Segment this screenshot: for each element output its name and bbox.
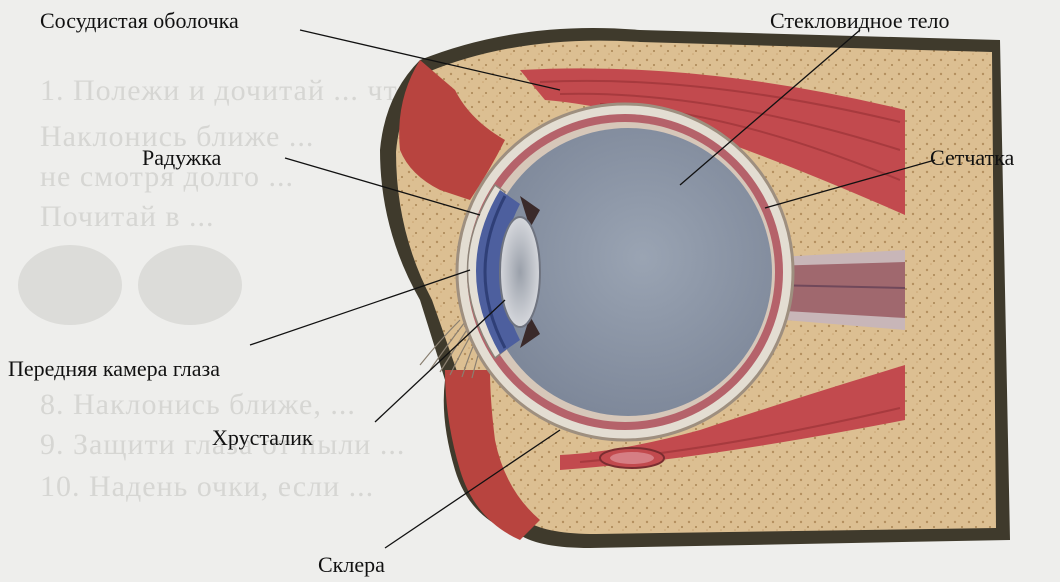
label-choroid: Сосудистая оболочка xyxy=(40,8,239,34)
label-iris: Радужка xyxy=(142,145,221,171)
label-vitreous-body: Стекловидное тело xyxy=(770,8,949,34)
label-anterior-chamber: Передняя камера глаза xyxy=(8,356,220,382)
faded-background-shape xyxy=(138,245,242,325)
label-retina: Сетчатка xyxy=(930,145,1014,171)
label-lens: Хрусталик xyxy=(212,425,313,451)
faded-background-shape xyxy=(18,245,122,325)
lens xyxy=(500,217,540,327)
label-sclera: Склера xyxy=(318,552,385,578)
